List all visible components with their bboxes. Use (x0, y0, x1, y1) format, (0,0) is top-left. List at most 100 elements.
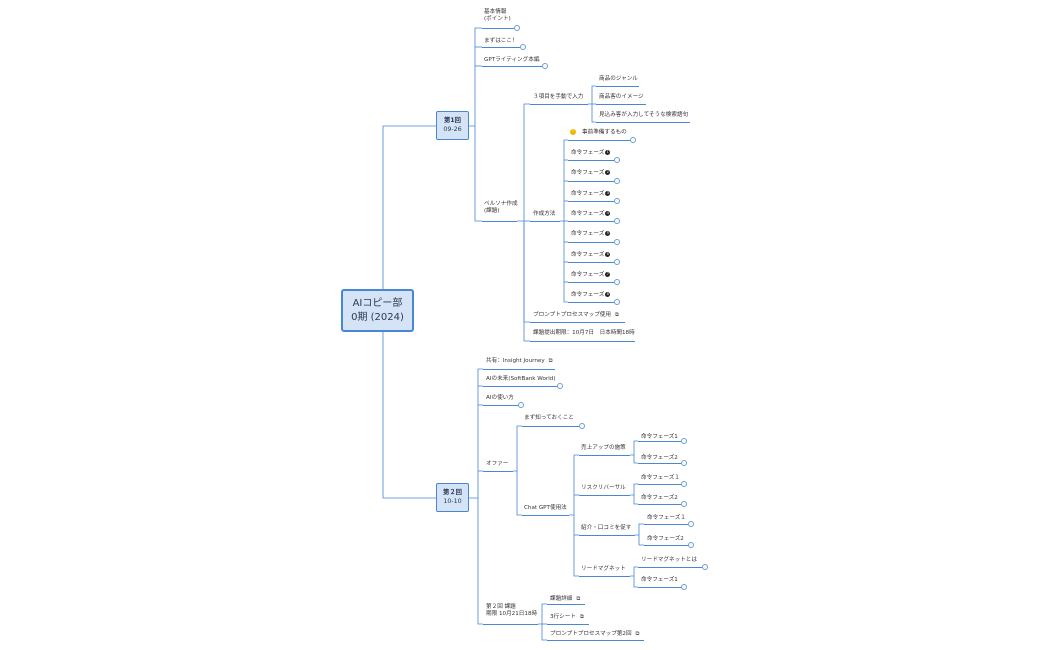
underline (530, 104, 588, 105)
number-8-icon: 8 (605, 292, 611, 297)
gpt-label[interactable]: GPTライティング本編 (484, 57, 540, 63)
session2-title: 第２回 (443, 489, 462, 496)
collapse-badge[interactable]: ◦ (681, 481, 687, 487)
collapse-badge[interactable]: ◦ (614, 299, 620, 305)
external-link-icon[interactable]: ⧉ (614, 312, 619, 318)
phase-item[interactable]: 命令フェーズ2 (641, 495, 678, 501)
kadai-link[interactable]: プロンプトプロセスマップ第2回⧉ (550, 631, 640, 637)
lead-item[interactable]: リードマグネットとは (641, 557, 697, 563)
underline (568, 262, 614, 263)
external-link-icon[interactable]: ⧉ (579, 614, 584, 620)
underline (530, 221, 560, 222)
underline (482, 221, 517, 222)
session1-title: 第1回 (444, 117, 461, 124)
session2-node[interactable]: 第２回 10-10 (436, 483, 469, 512)
chatgpt-label[interactable]: Chat GPT使用法 (524, 505, 567, 511)
session2-date: 10-10 (443, 498, 462, 505)
collapse-badge[interactable]: ◦ (542, 63, 548, 69)
underline (568, 242, 614, 243)
tsukaikata-label[interactable]: AIの使い方 (486, 395, 514, 401)
collapse-badge[interactable]: ◦ (630, 137, 636, 143)
collapse-badge[interactable]: ◦ (518, 402, 524, 408)
collapse-badge[interactable]: ◦ (681, 501, 687, 507)
root-node[interactable]: AIコピー部 0期 (2024) (341, 289, 414, 332)
collapse-badge[interactable]: ◦ (614, 259, 620, 265)
collapse-badge[interactable]: ◦ (614, 178, 620, 184)
collapse-badge[interactable]: ◦ (688, 521, 694, 527)
collapse-badge[interactable]: ◦ (557, 383, 563, 389)
number-4-icon: 4 (605, 211, 611, 216)
lead-label[interactable]: リードマグネット (581, 566, 626, 572)
shokai-label[interactable]: 紹介・口コミを促す (581, 525, 632, 531)
kihon-label[interactable]: 基本情報 (ポイント) (484, 9, 511, 22)
collapse-badge[interactable]: ◦ (681, 438, 687, 444)
external-link-icon[interactable]: ⧉ (635, 631, 640, 637)
underline (568, 282, 614, 283)
mazushitte-label[interactable]: まず知っておくこと (524, 415, 574, 421)
collapse-badge[interactable]: ◦ (614, 157, 620, 163)
underline (579, 495, 630, 496)
number-3-icon: 3 (605, 191, 611, 196)
collapse-badge[interactable]: ◦ (579, 423, 585, 429)
underline (638, 463, 681, 464)
collapse-badge[interactable]: ◦ (614, 218, 620, 224)
jizen-label[interactable]: !事前準備するもの (570, 129, 627, 137)
kyoyu-link[interactable]: 共有：Insight Journey⧉ (486, 358, 553, 364)
phase-item[interactable]: 命令フェーズ1 (641, 577, 678, 583)
phase-item[interactable]: 命令フェーズ１ (641, 475, 680, 481)
phase-item[interactable]: 命令フェーズ2 (641, 455, 678, 461)
session1-node[interactable]: 第1回 09-26 (436, 111, 469, 140)
mazu-label[interactable]: まずはここ！ (484, 38, 518, 44)
underline (530, 322, 625, 323)
underline (483, 405, 518, 406)
underline (547, 640, 644, 641)
mirai-label[interactable]: AIの未来(SoftBank World) (486, 376, 556, 382)
collapse-badge[interactable]: ◦ (514, 25, 520, 31)
collapse-badge[interactable]: ◦ (688, 542, 694, 548)
offer-label[interactable]: オファー (486, 461, 509, 467)
underline (644, 524, 688, 525)
external-link-icon[interactable]: ⧉ (548, 358, 553, 364)
underline (483, 624, 538, 625)
sakusei-label[interactable]: 作成方法 (533, 211, 556, 217)
phase-item[interactable]: 命令フェーズ2 (647, 536, 684, 542)
kadai-label[interactable]: 第２回 課題 期限 10月21日18時 (486, 604, 538, 617)
underline (522, 426, 579, 427)
collapse-badge[interactable]: ◦ (614, 198, 620, 204)
collapse-badge[interactable]: ◦ (614, 279, 620, 285)
collapse-badge[interactable]: ◦ (681, 584, 687, 590)
kadai-link[interactable]: 課題詳細⧉ (550, 596, 581, 602)
phase-item[interactable]: 命令フェーズ1 (641, 434, 678, 440)
risk-label[interactable]: リスクリバーサル (581, 485, 626, 491)
underline (579, 576, 630, 577)
underline (579, 535, 635, 536)
deadline-label[interactable]: 課題提出期限：10月7日 日本時間18時 (533, 330, 635, 336)
underline (483, 471, 513, 472)
underline (568, 140, 630, 141)
san-item[interactable]: 商品のジャンル (599, 76, 638, 82)
collapse-badge[interactable]: ◦ (614, 239, 620, 245)
number-6-icon: 6 (605, 252, 611, 257)
san-item[interactable]: 商品客のイメージ (599, 94, 644, 100)
san-label[interactable]: ３項目を手動で入力 (533, 94, 584, 100)
phase-item[interactable]: 命令フェーズ１ (647, 515, 686, 521)
collapse-badge[interactable]: ◦ (702, 564, 708, 570)
san-item[interactable]: 見込み客が入力してそうな検索語句 (599, 112, 689, 118)
persona-label[interactable]: ペルソナ作成 (課題) (484, 201, 518, 214)
prompt-link[interactable]: プロンプトプロセスマップ使用⧉ (533, 312, 619, 318)
external-link-icon[interactable]: ⧉ (576, 596, 581, 602)
collapse-badge[interactable]: ◦ (681, 460, 687, 466)
underline (596, 122, 690, 123)
kadai-link[interactable]: 3行シート⧉ (550, 614, 584, 620)
collapse-badge[interactable]: ◦ (520, 44, 526, 50)
uriage-label[interactable]: 売上アップの施策 (581, 445, 626, 451)
underline (483, 369, 555, 370)
